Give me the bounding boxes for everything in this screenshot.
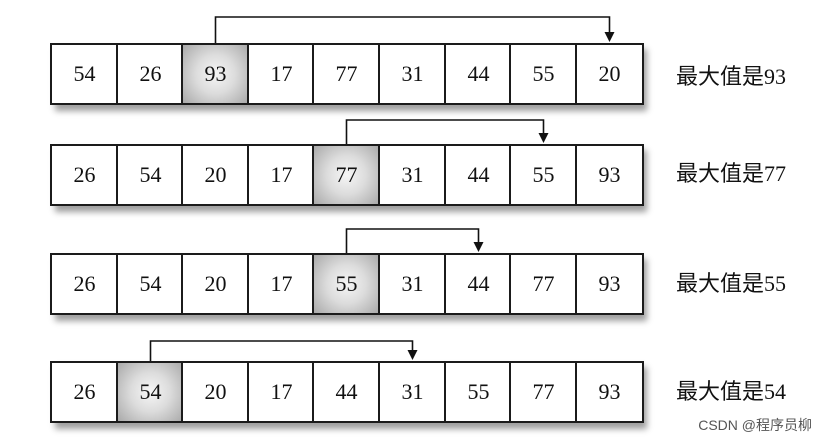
array-cell: 20 — [181, 144, 250, 206]
array-cell: 17 — [247, 43, 316, 105]
array-cell: 55 — [444, 361, 513, 423]
array-cell: 44 — [444, 144, 513, 206]
max-value-label: 最大值是55 — [676, 271, 787, 296]
array-cell: 54 — [116, 253, 185, 315]
max-value-label: 最大值是93 — [676, 64, 787, 89]
arrow-head-icon — [473, 242, 484, 252]
array-cell-max: 55 — [312, 253, 381, 315]
array-cell: 55 — [509, 43, 578, 105]
max-value-label: 最大值是54 — [676, 379, 787, 404]
array-cell: 26 — [50, 144, 119, 206]
arrow-head-icon — [604, 32, 615, 42]
array-cell: 44 — [444, 253, 513, 315]
array-cell: 17 — [247, 253, 316, 315]
array-cell: 26 — [50, 253, 119, 315]
array-cell: 31 — [378, 253, 447, 315]
arrow-head-icon — [538, 133, 549, 143]
array-cell: 31 — [378, 43, 447, 105]
array-cell: 20 — [181, 361, 250, 423]
array-cell-max: 54 — [116, 361, 185, 423]
array-cell: 93 — [575, 144, 644, 206]
array-cell: 31 — [378, 361, 447, 423]
array-cell: 26 — [50, 361, 119, 423]
array-cell: 93 — [575, 253, 644, 315]
array-cell: 31 — [378, 144, 447, 206]
array-cell: 26 — [116, 43, 185, 105]
array-cell: 20 — [181, 253, 250, 315]
swap-arrow-line — [345, 119, 545, 144]
array-cell-max: 77 — [312, 144, 381, 206]
array-cell: 55 — [509, 144, 578, 206]
arrow-head-icon — [407, 350, 418, 360]
array-cell: 44 — [312, 361, 381, 423]
array-cell: 77 — [509, 361, 578, 423]
array-cell: 17 — [247, 144, 316, 206]
max-value-label: 最大值是77 — [676, 161, 787, 186]
watermark: CSDN @程序员柳 — [698, 417, 812, 433]
swap-arrow-line — [149, 340, 414, 361]
array-cell: 54 — [50, 43, 119, 105]
array-cell: 77 — [312, 43, 381, 105]
swap-arrow-line — [214, 16, 611, 43]
swap-arrow-line — [345, 228, 480, 253]
array-cell-max: 93 — [181, 43, 250, 105]
array-cell: 17 — [247, 361, 316, 423]
array-cell: 77 — [509, 253, 578, 315]
array-cell: 93 — [575, 361, 644, 423]
array-cell: 54 — [116, 144, 185, 206]
array-cell: 20 — [575, 43, 644, 105]
array-cell: 44 — [444, 43, 513, 105]
